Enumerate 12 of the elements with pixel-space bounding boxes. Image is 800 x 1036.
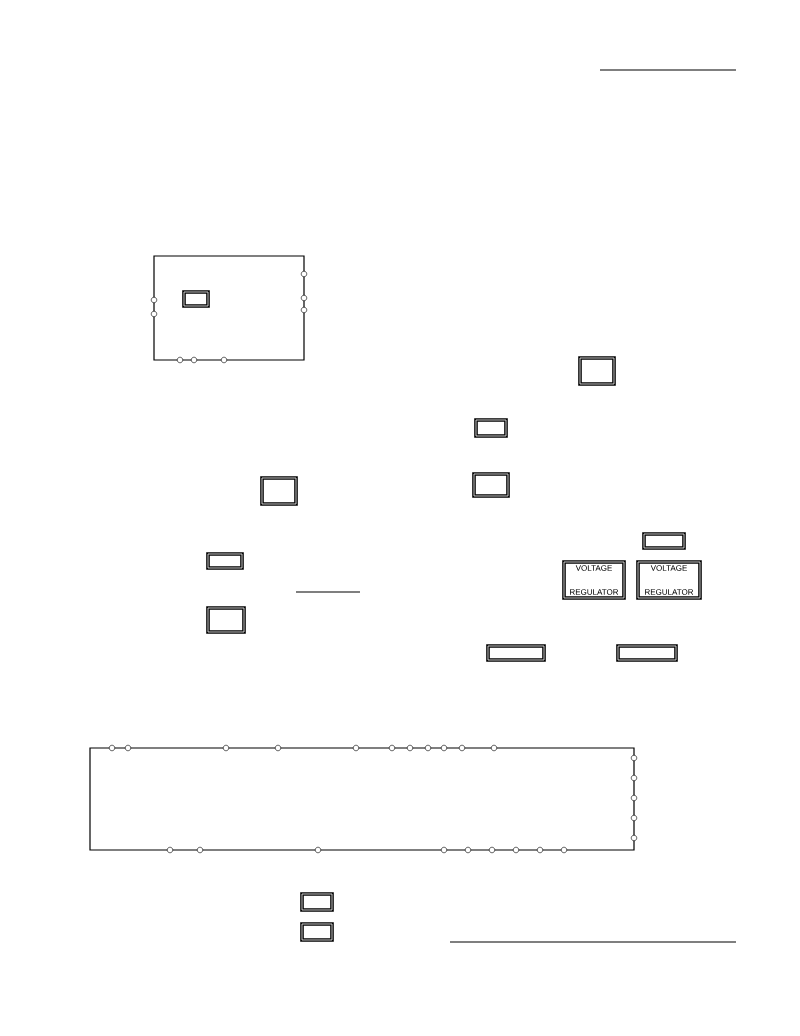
block-box [300,922,334,942]
block-box [472,472,510,498]
block-box [578,356,616,386]
block-box [300,892,334,912]
block-box [206,552,244,570]
block-box [616,644,678,662]
block-box [486,644,546,662]
block-box [260,476,298,506]
block-box [182,290,210,308]
block-box [474,418,508,438]
block-box [206,606,246,634]
block-box [642,532,686,550]
